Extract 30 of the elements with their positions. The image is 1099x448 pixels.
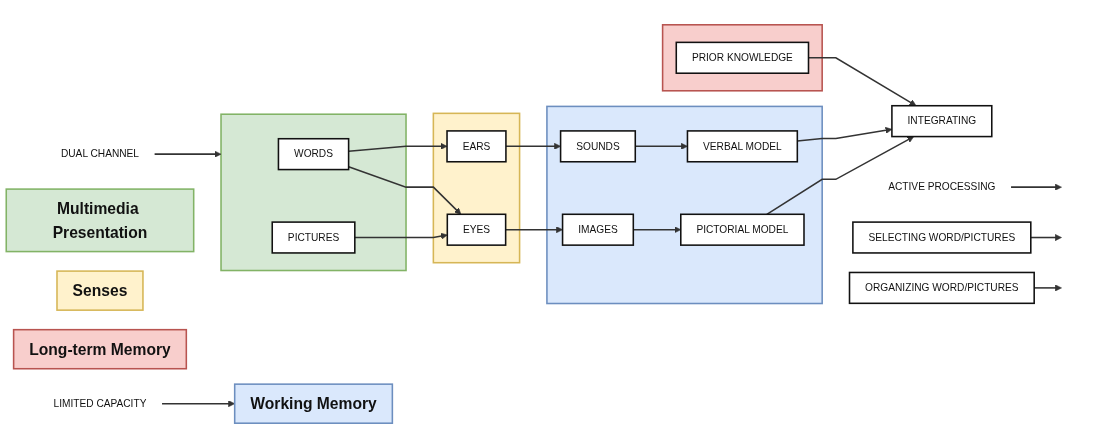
node-box: PRIOR KNOWLEDGE bbox=[675, 41, 810, 74]
node-box: INTEGRATING bbox=[891, 104, 993, 138]
arrow bbox=[766, 136, 915, 216]
node-box: Multimedia Presentation bbox=[5, 188, 195, 253]
arrow bbox=[161, 400, 235, 408]
cluster bbox=[220, 113, 407, 272]
arrow bbox=[1010, 183, 1062, 191]
node-box: PICTURES bbox=[271, 221, 356, 254]
node-box: IMAGES bbox=[561, 213, 635, 246]
arrow bbox=[153, 150, 222, 158]
arrow bbox=[1030, 234, 1062, 241]
arrow bbox=[505, 142, 561, 150]
node-box: ORGANIZING WORD/PICTURES bbox=[848, 271, 1035, 305]
node-box: PICTORIAL MODEL bbox=[680, 213, 805, 246]
node-box: EYES bbox=[446, 213, 507, 246]
cluster bbox=[432, 112, 521, 264]
cluster bbox=[546, 105, 823, 305]
node-box: VERBAL MODEL bbox=[686, 130, 799, 163]
node-text: DUAL CHANNEL bbox=[60, 148, 139, 160]
node-box: Working Memory bbox=[233, 383, 394, 424]
node-box: WORDS bbox=[277, 137, 350, 171]
node-box: Long-term Memory bbox=[12, 328, 188, 370]
cluster bbox=[661, 24, 823, 92]
node-box: SOUNDS bbox=[559, 130, 637, 163]
node-box: Senses bbox=[56, 270, 144, 311]
node-box: SELECTING WORD/PICTURES bbox=[852, 221, 1032, 254]
node-text: ACTIVE PROCESSING bbox=[888, 181, 996, 193]
node-text: LIMITED CAPACITY bbox=[53, 397, 147, 410]
arrow bbox=[354, 232, 448, 240]
node-box: EARS bbox=[446, 130, 507, 163]
